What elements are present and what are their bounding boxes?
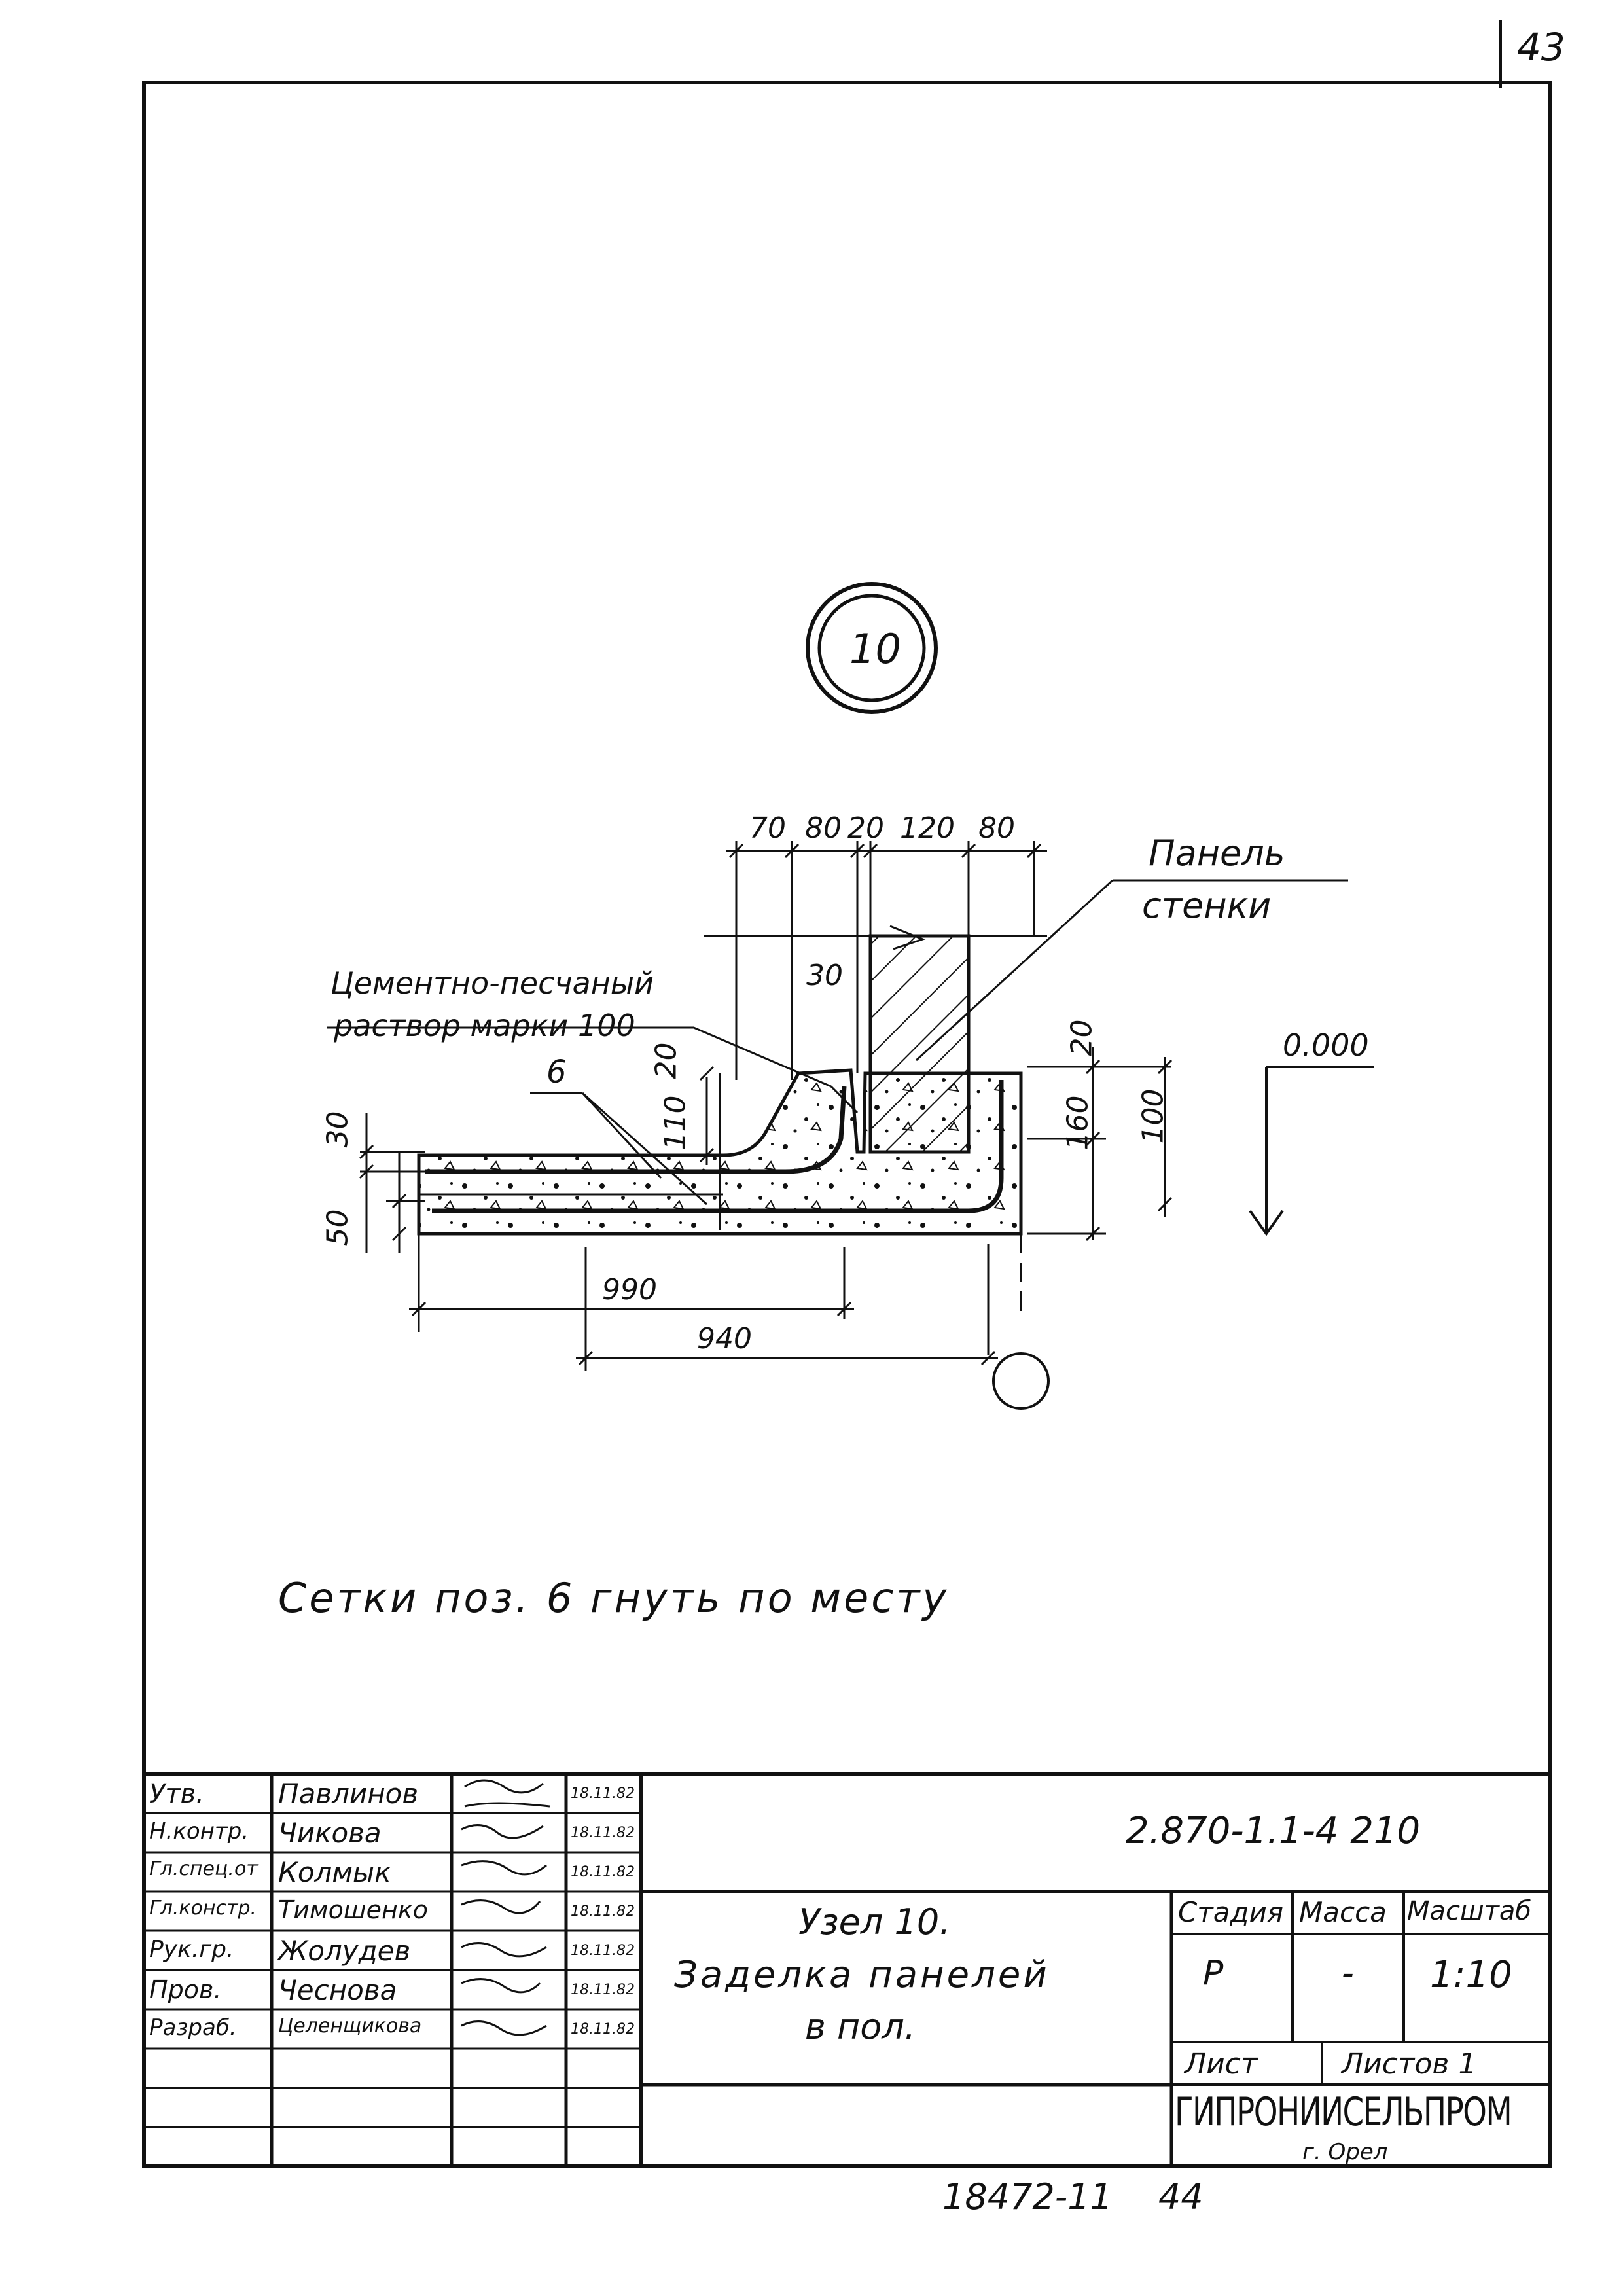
mortar-label-line1: Цементно-песчаный: [330, 965, 654, 1001]
role-group-lead: Рук.гр.: [149, 1936, 234, 1963]
mesh-position-label: 6: [546, 1054, 567, 1090]
level-mark-label: 0.000: [1283, 1028, 1369, 1063]
role-chief-specialist: Гл.спец.от: [149, 1857, 258, 1880]
name-checked: Чеснова: [278, 1974, 397, 2006]
scale-value: 1:10: [1430, 1954, 1512, 1996]
mortar-label-line2: раствор марки 100: [334, 1008, 635, 1043]
date-checked: 18.11.82: [571, 1982, 635, 1998]
extension-lines: [360, 841, 1171, 1371]
leader-lines: [327, 879, 1348, 1206]
header-scale: Масштаб: [1407, 1896, 1532, 1926]
dimension-chain-right: [1085, 1047, 1173, 1242]
date-developed: 18.11.82: [571, 2021, 635, 2037]
document-code: 2.870-1.1-4 210: [1126, 1810, 1421, 1852]
drawing-title-line2: Заделка панелей: [674, 1954, 1050, 1996]
dim-990: 990: [602, 1273, 657, 1306]
dim-top-80b: 80: [978, 812, 1015, 845]
page-number-divider: [1499, 20, 1502, 88]
stage-value: Р: [1203, 1954, 1224, 1993]
dim-top-80: 80: [805, 812, 842, 845]
date-group-lead: 18.11.82: [571, 1943, 635, 1959]
sheets-label: Листов 1: [1342, 2047, 1477, 2081]
node-marker-label: 10: [849, 625, 901, 673]
role-approved: Утв.: [149, 1779, 204, 1809]
sheet-frame: [142, 81, 1552, 2168]
drawing-title-line1: Узел 10.: [798, 1901, 951, 1943]
note-text: Сетки поз. 6 гнуть по месту: [278, 1574, 950, 1622]
wall-panel: [868, 934, 971, 1154]
bottom-sheet-number: 44: [1158, 2176, 1204, 2217]
level-mark-symbol: [1249, 1066, 1374, 1236]
date-chief-specialist: 18.11.82: [571, 1864, 635, 1880]
header-stage: Стадия: [1178, 1896, 1284, 1928]
dimension-chain-top: [726, 843, 1047, 859]
dim-30-top: 30: [806, 959, 843, 992]
role-norm-control: Н.контр.: [149, 1818, 249, 1844]
name-developed: Целенщикова: [278, 2015, 422, 2037]
name-norm-control: Чикова: [278, 1817, 382, 1849]
dim-top-70: 70: [749, 812, 786, 845]
date-norm-control: 18.11.82: [571, 1825, 635, 1841]
dimension-chain-left: [359, 1066, 715, 1253]
date-approved: 18.11.82: [571, 1785, 635, 1802]
role-developed: Разраб.: [149, 2015, 237, 2041]
name-approved: Павлинов: [278, 1778, 419, 1810]
mass-value: -: [1342, 1954, 1354, 1993]
reinforcement-mesh: [425, 1080, 1004, 1213]
dim-940: 940: [697, 1322, 752, 1355]
organization-city: г. Орел: [1302, 2139, 1388, 2165]
role-chief-designer: Гл.констр.: [149, 1897, 257, 1920]
date-chief-designer: 18.11.82: [571, 1903, 635, 1920]
name-chief-designer: Тимошенко: [278, 1895, 429, 1924]
sheet-label: Лист: [1185, 2047, 1258, 2081]
panel-label-line2: стенки: [1142, 885, 1272, 926]
panel-label-line1: Панель: [1149, 833, 1285, 874]
dim-top-20: 20: [847, 812, 884, 845]
organization-name: ГИПРОНИИСЕЛЬПРОМ: [1175, 2089, 1512, 2135]
role-checked: Пров.: [149, 1975, 222, 2004]
dim-top-120: 120: [900, 812, 955, 845]
bottom-archive-code: 18472-11: [942, 2176, 1113, 2217]
header-mass: Масса: [1299, 1896, 1387, 1928]
axis-marker: [992, 1234, 1050, 1410]
page-number: 43: [1517, 25, 1565, 69]
node-marker: [806, 582, 938, 714]
name-chief-specialist: Колмык: [278, 1856, 391, 1888]
name-group-lead: Жолудев: [278, 1935, 411, 1967]
drawing-title-line3: в пол.: [805, 2006, 916, 2047]
dimension-chain-bottom: [409, 1301, 998, 1366]
